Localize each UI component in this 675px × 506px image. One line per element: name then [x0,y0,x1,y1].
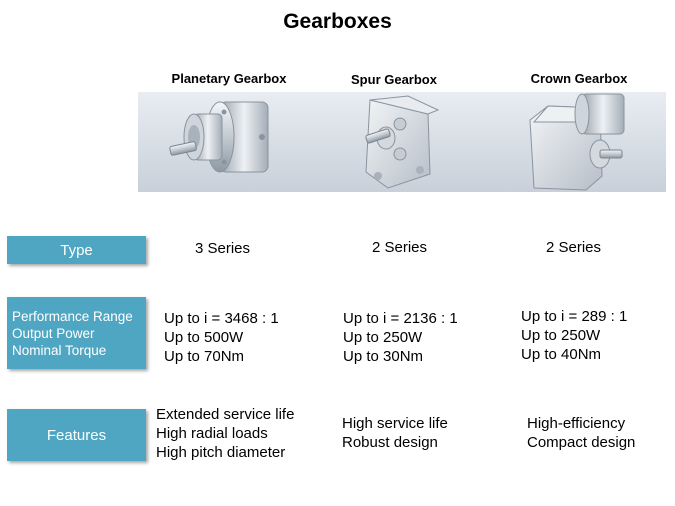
ratio-planetary: Up to i = 3468 : 1 [164,310,279,327]
column-header-planetary: Planetary Gearbox [171,71,287,86]
features-spur: High service life Robust design [342,414,448,452]
planetary-gearbox-image [169,101,269,173]
performance-crown: Up to i = 289 : 1 Up to 250W Up to 40Nm [521,307,627,364]
power-spur: Up to 250W [343,329,423,346]
torque-crown: Up to 40Nm [521,346,602,363]
feature-spur-1: High service life [342,415,448,432]
power-crown: Up to 250W [521,327,601,344]
performance-spur: Up to i = 2136 : 1 Up to 250W Up to 30Nm [343,309,458,366]
row-label-performance-range: Performance Range [12,308,133,324]
feature-planetary-3: High pitch diameter [156,444,286,461]
column-header-crown: Crown Gearbox [530,71,628,86]
series-spur: 2 Series [372,239,428,256]
performance-planetary: Up to i = 3468 : 1 Up to 500W Up to 70Nm [164,309,279,366]
ratio-spur: Up to i = 2136 : 1 [343,310,458,327]
features-crown: High-efficiency Compact design [527,414,635,452]
torque-planetary: Up to 70Nm [164,348,245,365]
row-label-type: Type [7,236,146,264]
row-label-nominal-torque: Nominal Torque [12,342,107,358]
feature-planetary-1: Extended service life [156,406,295,423]
row-label-features-text: Features [46,426,107,444]
features-planetary: Extended service life High radial loads … [156,405,294,462]
row-label-output-power: Output Power [12,325,95,341]
series-planetary: 3 Series [195,240,251,257]
torque-spur: Up to 30Nm [343,348,424,365]
feature-crown-2: Compact design [527,434,636,451]
series-crown: 2 Series [546,239,602,256]
spur-gearbox-image [365,95,440,189]
crown-gearbox-image [529,93,625,191]
column-header-spur: Spur Gearbox [351,72,437,87]
row-label-features: Features [7,409,146,461]
power-planetary: Up to 500W [164,329,244,346]
row-label-performance: Performance Range Output Power Nominal T… [7,297,146,369]
gearbox-images [138,92,666,192]
page-title: Gearboxes [283,10,392,33]
feature-spur-2: Robust design [342,434,438,451]
feature-planetary-2: High radial loads [156,425,268,442]
row-label-type-text: Type [60,241,93,259]
feature-crown-1: High-efficiency [527,415,626,432]
ratio-crown: Up to i = 289 : 1 [521,308,628,325]
